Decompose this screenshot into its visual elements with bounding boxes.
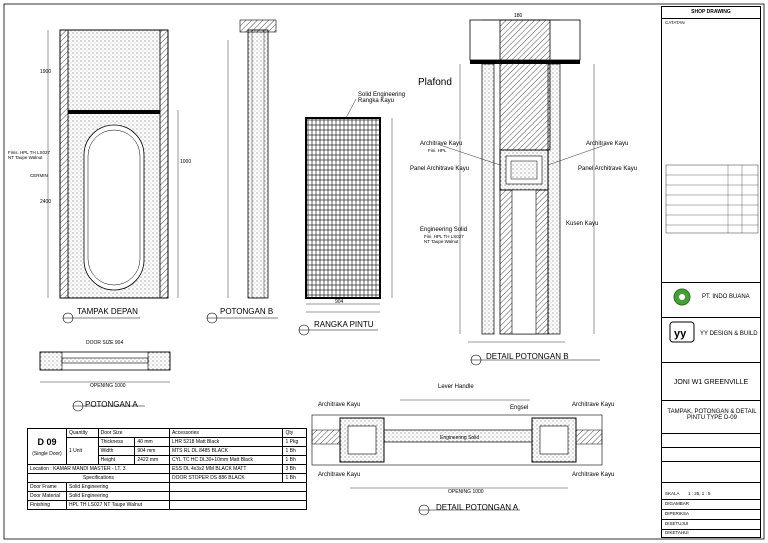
architrave-kayu-a-bottom-label: Architrave Kayu [318, 472, 361, 478]
cermin-label: CERMIN [30, 173, 48, 178]
architrave-kayu-a-label: Architrave Kayu [318, 402, 361, 408]
finishing-label: Finishing [27, 500, 67, 510]
accessory: MTS RL DL 8485 BLACK [168, 446, 284, 456]
spec-key: Thickness [97, 437, 136, 447]
accessory: CYL TC HC DL30+10mm Matt Black [168, 455, 284, 465]
engineering-solid-label: Engineering Solid [420, 227, 468, 233]
plafond-label: Plafond [418, 77, 452, 88]
potongan-a-drawing [39, 351, 171, 412]
door-spec-table: D 09 (Single Door) Quantity Door Size Ac… [27, 428, 308, 510]
architrave-kayu-a-bottom-right-label: Architrave Kayu [572, 472, 615, 478]
drawing-title: TAMPAK, POTONGAN & DETAIL PINTU TYPE D-0… [667, 409, 757, 421]
lever-handle-label: Lever Handle [438, 384, 474, 390]
architrave-kayu-a-right-label: Architrave Kayu [572, 402, 615, 408]
view-title-detail-potongan-b: DETAIL POTONGAN B [486, 352, 569, 361]
view-title-potongan-b: POTONGAN B [220, 307, 274, 316]
accessory: DOOR STOPER DS 886 BLACK [168, 473, 284, 483]
header-door-size: Door Size [97, 428, 170, 438]
title-block: SHOP DRAWING CATATAN PT. INDO BUANA YY D… [661, 6, 761, 538]
fin-hpl-th-label: Fini. HPL TH LS027 NT Taupe Walnut [424, 234, 464, 244]
title-block-header: SHOP DRAWING [691, 9, 731, 15]
frame-label: Door Frame [27, 482, 67, 492]
opening-label-detail: OPENING 1000 [448, 489, 484, 495]
kusen-kayu-label: Kusen Kayu [566, 221, 599, 227]
dim-180: 180 [514, 13, 523, 19]
spec-value: 2422 mm [134, 455, 170, 465]
svg-text:yy: yy [674, 328, 687, 340]
dim-1900: 1900 [40, 69, 52, 75]
yy-logo [669, 321, 695, 343]
accessory-qty: 1 Bh [282, 473, 307, 483]
company-yy-design: YY DESIGN & BUILD [700, 331, 758, 337]
field-diperiksa: DIPERIKSA [665, 511, 690, 516]
panel-architrave-right-label: Panel Architrave Kayu [578, 166, 638, 172]
location-cell: Location : KAMAR MANDI MASTER - LT. 3 [27, 464, 170, 474]
title-block-lines: yy [665, 164, 759, 343]
header-accessories: Accessories [168, 428, 284, 438]
material-label: Door Material [27, 491, 67, 501]
accessory: LHR 5218 Matt Black [168, 437, 284, 447]
panel-architrave-label: Panel Architrave Kayu [410, 166, 470, 172]
fin-hpl-label: Fini. HPL [428, 148, 447, 153]
tampak-depan-drawing [47, 29, 179, 324]
door-code: D 09 [37, 436, 57, 447]
door-size-label: DOOR SIZE 904 [86, 340, 124, 346]
header-quantity: Quantity [66, 428, 99, 438]
dim-1000: 1000 [180, 159, 192, 165]
architrave-kayu-right-label: Architrave Kayu [586, 141, 629, 147]
field-disetujui: DISETUJUI [665, 521, 689, 526]
opening-label-a: OPENING 1000 [90, 383, 126, 389]
material-value: Solid Engineering [66, 491, 170, 501]
spec-value: 904 mm [134, 446, 170, 456]
detail-potongan-a-drawing [311, 399, 603, 516]
engineering-solid-a-label: Engineering Solid [440, 435, 480, 441]
dim-904: 904 [335, 299, 344, 305]
dim-2400: 2400 [40, 199, 52, 205]
unit-cell: 1 Unit [66, 437, 99, 465]
finis-hpl-left-label: Finis. HPL TH LS027 NT Taupe Walnut [8, 150, 51, 160]
accessory-qty: 1 Pkg [282, 437, 307, 447]
view-title-tampak-depan: TAMPAK DEPAN [77, 307, 138, 316]
accessory-qty: 1 Bh [282, 455, 307, 465]
door-sub: (Single Door) [32, 450, 62, 457]
view-title-rangka-pintu: RANGKA PINTU [314, 320, 374, 329]
frame-value: Solid Engineering [66, 482, 170, 492]
finishing-value: HPL TH LS027 NT Taupe Walnut [66, 500, 170, 510]
spec-value: 40 mm [134, 437, 170, 447]
spec-key: Height [97, 455, 136, 465]
field-diketahui: DIKETAHUI [665, 530, 689, 535]
scale-value: 1 : 25, 1 : 5 [688, 491, 711, 496]
potongan-b-drawing [206, 19, 278, 324]
field-digambar: DIGAMBAR [665, 501, 690, 506]
scale-label: SKALA [665, 491, 680, 496]
view-title-potongan-a: POTONGAN A [85, 400, 138, 409]
spec-key: Width [97, 446, 136, 456]
view-title-detail-potongan-a: DETAIL POTONGAN A [436, 503, 519, 512]
engsel-label: Engsel [510, 405, 529, 411]
catatan-label: CATATAN [665, 20, 685, 25]
solid-engineering-label: Solid Engineering Rangka Kayu [358, 92, 406, 104]
project-name: JONI W1 GREENVILLE [673, 379, 749, 386]
rangka-pintu-drawing [298, 98, 393, 336]
architrave-kayu-label: Architrave Kayu [420, 141, 463, 147]
company-indo-buana: PT. INDO BUANA [702, 294, 750, 300]
detail-potongan-b-drawing [439, 19, 606, 366]
accessory-qty: 3 Bh [282, 464, 307, 474]
accessory: ESS DL 4x3x2 MM BLACK MATT [168, 464, 284, 474]
header-qty: Qty [282, 428, 307, 438]
accessory-qty: 1 Bh [282, 446, 307, 456]
specifications-cell: Specifications [27, 473, 170, 483]
